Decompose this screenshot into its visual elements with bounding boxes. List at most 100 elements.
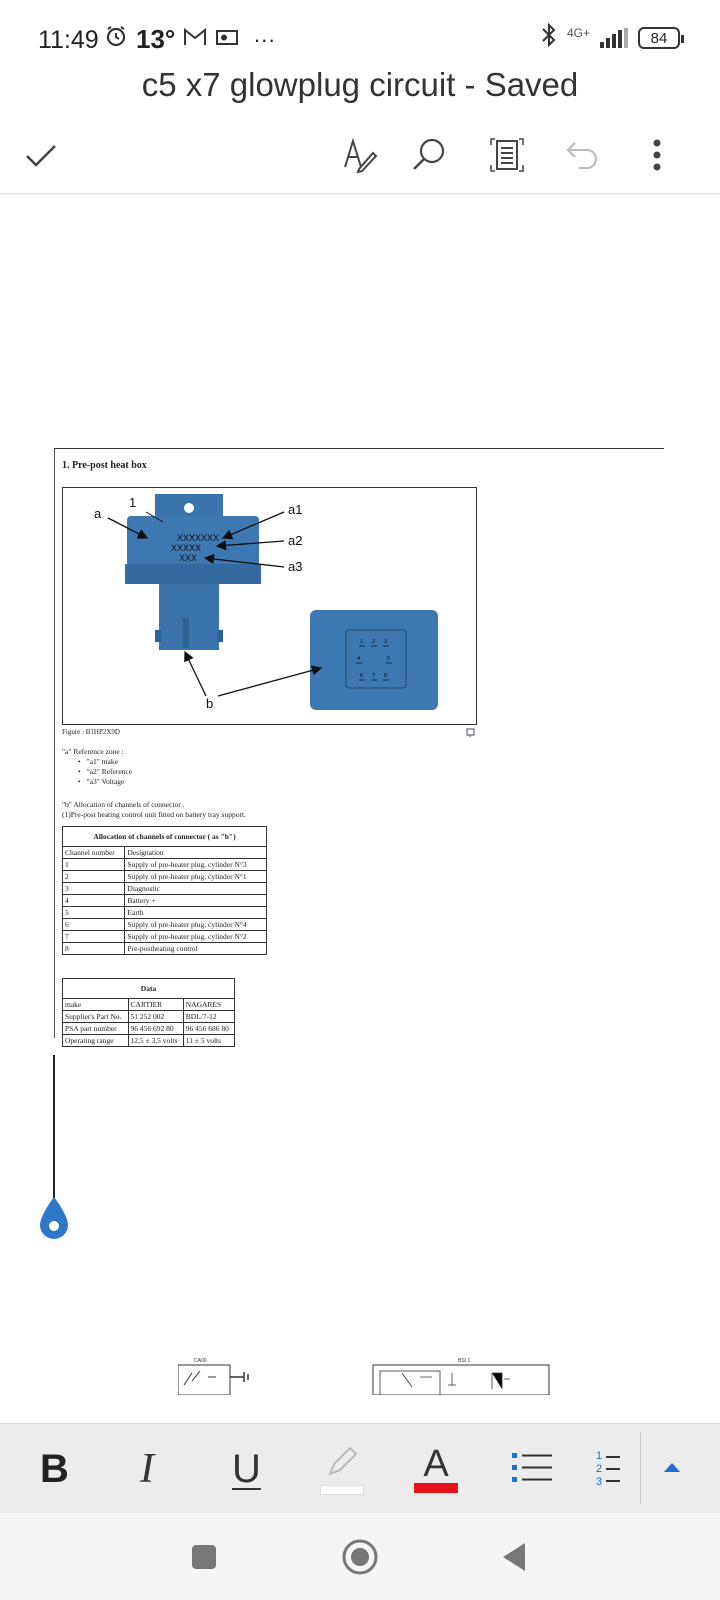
table-cell: 96 456 686 80: [182, 1022, 236, 1035]
status-right-icons: 4G+ 84: [541, 22, 684, 54]
pin-4: 4: [357, 656, 360, 662]
next-diagram-right: BSI 1: [372, 1355, 552, 1400]
table-cell: Diagnostic: [124, 882, 267, 895]
gmail-icon: [183, 26, 207, 54]
numbered-list-icon: 1 2 3: [596, 1450, 602, 1489]
table-cell: PSA part number: [62, 1022, 129, 1035]
next-diagram-left: CA00: [177, 1355, 262, 1400]
marking-a2: XXXXX: [171, 543, 201, 553]
outlook-icon: [215, 26, 239, 54]
table-cell: 6: [61, 918, 126, 931]
pin-2: 2: [372, 639, 375, 645]
font-color-button[interactable]: A: [414, 1442, 458, 1496]
allocation-note-line: "b" Allocation of channels of connector …: [62, 800, 185, 809]
figure-caption: Figure : B1HP2X9D: [62, 728, 120, 736]
allocation-table: Allocation of channels of connector ( as…: [61, 826, 267, 955]
list-number: 3: [596, 1475, 603, 1488]
highlight-button[interactable]: [320, 1442, 364, 1496]
label-a3: a3: [288, 559, 302, 574]
pointer-a2: [215, 540, 285, 551]
table-cell: Supply of pre-heater plug, cylinder N°3: [124, 858, 267, 871]
table-cell: Pre-postheating control: [124, 942, 267, 955]
table-cell: 5: [61, 906, 126, 919]
reading-view-icon[interactable]: [482, 130, 532, 180]
table-cell: 12,5 ± 3,5 volts: [127, 1034, 184, 1047]
check-icon[interactable]: [16, 130, 66, 180]
table-cell: 7: [61, 930, 126, 943]
pre-post-heat-box-figure[interactable]: 1 a a1 a2 a3 b XXXXXXX XXXXX XXX 1 2 3 4…: [62, 487, 477, 725]
label-a: a: [94, 506, 102, 521]
pin-6: 6: [360, 673, 363, 679]
more-options-icon[interactable]: [632, 130, 682, 180]
undo-icon[interactable]: [558, 130, 608, 180]
pointer-a3: [203, 553, 285, 568]
status-more: ···: [253, 26, 276, 52]
expand-toolbar-button[interactable]: [662, 1442, 682, 1496]
bullet-list-button[interactable]: [510, 1442, 554, 1496]
system-nav-bar: [0, 1513, 720, 1600]
table-cell: Operating range: [62, 1034, 129, 1047]
search-icon[interactable]: [404, 130, 454, 180]
column-header: Channel number: [61, 846, 126, 859]
allocation-table-caption: Allocation of channels of connector ( as…: [62, 826, 267, 847]
highlighter-icon: [322, 1444, 362, 1485]
cursor-handle-icon[interactable]: [38, 1195, 70, 1246]
data-table-caption: Data: [62, 978, 235, 999]
caret-up-icon: [662, 1460, 682, 1479]
column-header: Designation: [124, 846, 267, 859]
table-cell: CARTIER: [127, 998, 184, 1011]
zoom-figure-icon[interactable]: [466, 728, 476, 740]
marking-a1: XXXXXXX: [177, 533, 219, 543]
table-cell: Supply of pre-heater plug, cylinder N°4: [124, 918, 267, 931]
label-a2: a2: [288, 533, 302, 548]
alarm-icon: [104, 24, 128, 55]
table-cell: Supply of pre-heater plug, cylinder N°1: [124, 870, 267, 883]
pin-8: 8: [384, 673, 387, 679]
top-toolbar: [0, 120, 720, 194]
label-1: 1: [129, 495, 136, 510]
table-cell: Earth: [124, 906, 267, 919]
document-title: c5 x7 glowplug circuit - Saved: [141, 66, 579, 103]
underline-button[interactable]: U: [232, 1446, 261, 1491]
pen-format-icon[interactable]: [334, 130, 384, 180]
table-cell: 1: [61, 858, 126, 871]
font-color-letter: A: [423, 1443, 449, 1485]
pointer-b-plug: [184, 650, 207, 697]
italic-button[interactable]: I: [140, 1446, 154, 1492]
numbered-list-button[interactable]: 1 2 3: [596, 1442, 621, 1496]
pointer-b-face: [217, 665, 323, 697]
signal-icon: [600, 28, 628, 48]
battery-level: 84: [650, 29, 668, 47]
table-cell: Battery +: [124, 894, 267, 907]
table-cell: 4: [61, 894, 126, 907]
list-number: 1: [596, 1449, 603, 1462]
back-icon[interactable]: [492, 1535, 536, 1579]
table-cell: 3: [61, 882, 126, 895]
recent-apps-icon[interactable]: [182, 1535, 226, 1579]
home-icon[interactable]: [338, 1535, 382, 1579]
label-a1: a1: [288, 502, 302, 517]
table-cell: 11 ± 5 volts: [182, 1034, 236, 1047]
pin-3: 3: [384, 639, 387, 645]
pin-7: 7: [372, 673, 375, 679]
document-canvas[interactable]: 1. Pre-post heat box: [0, 195, 720, 1423]
battery-icon: 84: [638, 27, 684, 49]
pin-1: 1: [360, 639, 363, 645]
network-type: 4G+: [566, 26, 590, 40]
page-left-rule: [54, 448, 55, 1038]
bold-button[interactable]: B: [40, 1446, 69, 1491]
bluetooth-icon: [541, 22, 557, 54]
next-diagram-label: BSI 1: [458, 1358, 470, 1364]
allocation-note-line: (1)Pre-post heating control unit fitted …: [62, 810, 246, 819]
pointer-one: [145, 511, 164, 523]
